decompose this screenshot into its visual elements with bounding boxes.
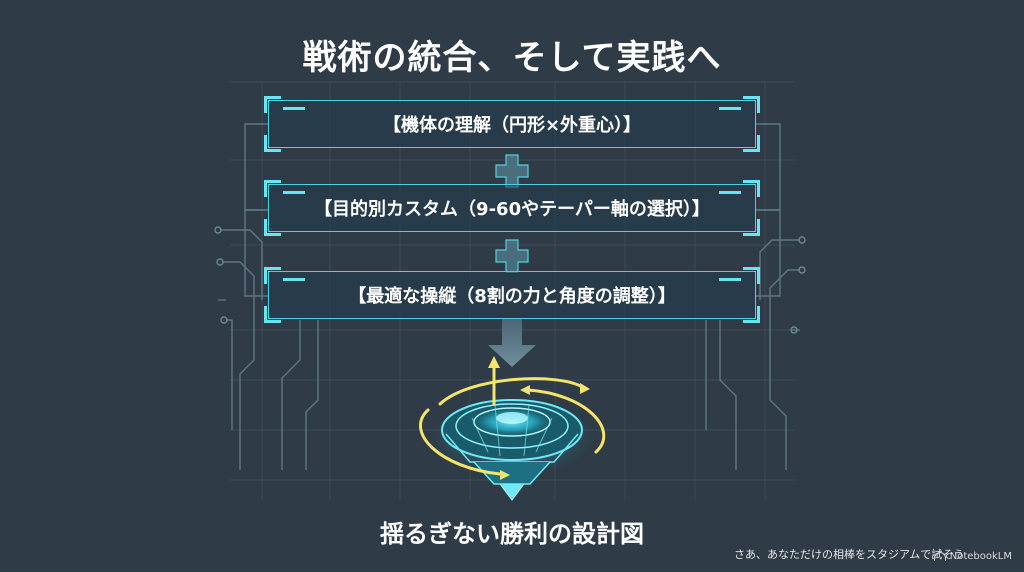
corner-bracket: [264, 267, 281, 284]
corner-bracket: [743, 135, 760, 152]
step-box-1: 【機体の理解（円形×外重心）】: [264, 96, 760, 152]
circuit-traces-left: [218, 123, 319, 470]
page-title: 戦術の統合、そして実践へ: [302, 38, 722, 78]
corner-bracket: [264, 306, 281, 323]
step-label: 【最適な操縦（8割の力と角度の調整）】: [348, 286, 676, 307]
corner-bracket: [743, 219, 760, 236]
rotation-arrows: [419, 364, 606, 476]
corner-bracket: [743, 267, 760, 284]
accent-tick: [719, 191, 741, 194]
corner-bracket: [743, 180, 760, 197]
accent-tick: [283, 107, 305, 110]
corner-bracket: [264, 135, 281, 152]
corner-bracket: [264, 96, 281, 113]
circuit-traces-right: [705, 123, 800, 470]
conclusion-text: 揺るぎない勝利の設計図: [380, 520, 644, 548]
spinning-top-icon: [430, 399, 594, 501]
arrow-down-icon: [488, 319, 536, 367]
accent-tick: [719, 107, 741, 110]
circuit-nodes: [214, 226, 806, 334]
accent-tick: [719, 278, 741, 281]
corner-bracket: [743, 96, 760, 113]
accent-tick: [283, 278, 305, 281]
watermark-text: NotebookLM: [949, 551, 1012, 562]
notebooklm-logo-icon: [933, 552, 946, 561]
corner-bracket: [264, 180, 281, 197]
step-label: 【機体の理解（円形×外重心）】: [382, 115, 642, 136]
watermark: NotebookLM: [933, 551, 1012, 562]
corner-bracket: [264, 219, 281, 236]
corner-bracket: [743, 306, 760, 323]
caption-text: さあ、あなただけの相棒をスタジアムで試そう: [734, 548, 965, 561]
step-box-3: 【最適な操縦（8割の力と角度の調整）】: [264, 267, 760, 323]
accent-tick: [283, 191, 305, 194]
step-box-2: 【目的別カスタム（9-60やテーパー軸の選択）】: [264, 180, 760, 236]
step-label: 【目的別カスタム（9-60やテーパー軸の選択）】: [314, 199, 710, 220]
arrowheads: [488, 356, 590, 480]
